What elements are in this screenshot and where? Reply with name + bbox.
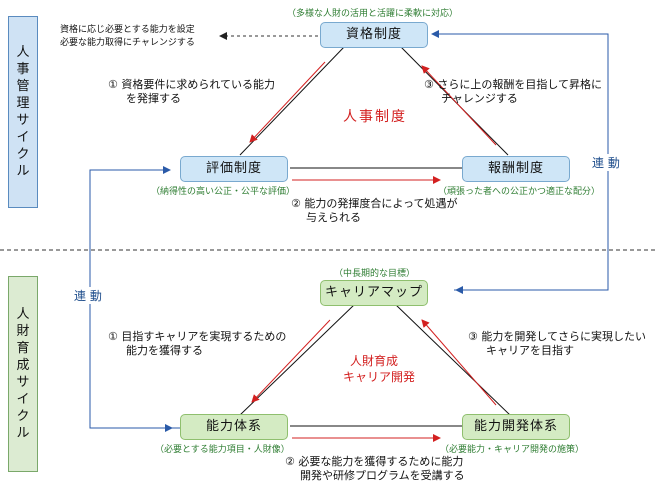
side-char: 成 — [16, 358, 30, 373]
top-step3-line1: ③ さらに上の報酬を目指して昇格に — [424, 78, 603, 91]
side-char: 事 — [16, 62, 30, 77]
reward-system-box: 報酬制度 — [462, 156, 570, 182]
side-char: 理 — [16, 96, 30, 111]
career-map-header-note: （中長期的な目標） — [334, 269, 416, 279]
side-char: サ — [16, 113, 30, 128]
qualification-system-box: 資格制度 — [320, 22, 428, 48]
side-char: ル — [16, 164, 30, 179]
hr-system-center-label: 人事制度 — [343, 109, 407, 125]
link-label-right: 連 動 — [590, 154, 622, 171]
top-step1-line2: を発揮する — [126, 92, 181, 105]
side-char: 人 — [16, 45, 30, 60]
red-arrow-reward-to-qual — [421, 65, 497, 146]
edge-career-ability — [239, 303, 356, 416]
top-step1-line1: ① 資格要件に求められている能力 — [108, 78, 276, 91]
qualification-header-note: （多様な人財の活用と活躍に柔軟に対応） — [287, 9, 459, 19]
ability-system-box: 能力体系 — [180, 414, 288, 440]
side-char: ル — [16, 426, 30, 441]
side-char: イ — [16, 130, 30, 145]
development-note: （必要能力・キャリア開発の施策） — [440, 445, 585, 455]
ability-development-system-box: 能力開発体系 — [462, 414, 570, 440]
bottom-step2-line2: 開発や研修プログラムを受講する — [300, 469, 465, 482]
edge-career-development — [394, 303, 511, 416]
link-label-left: 連 動 — [72, 287, 104, 304]
side-char: サ — [16, 375, 30, 390]
evaluation-note: （納得性の高い公正・公平な評価） — [151, 187, 296, 197]
bottom-step1-line2: 能力を獲得する — [126, 344, 203, 357]
bottom-step3-line2: キャリアを目指す — [486, 344, 574, 357]
side-char: 人 — [16, 307, 30, 322]
talent-center-line2: キャリア開発 — [343, 370, 416, 384]
ability-note: （必要とする能力項目・人財像） — [155, 445, 290, 455]
red-arrow-qual-to-eval — [249, 61, 326, 143]
side-char: 財 — [16, 324, 30, 339]
side-note-line1: 資格に応じ必要とする能力を設定 — [60, 25, 195, 35]
side-char: 育 — [16, 341, 30, 356]
side-char: ク — [16, 147, 30, 162]
side-char: イ — [16, 392, 30, 407]
top-step3-line2: チャレンジする — [441, 92, 518, 105]
bottom-step2-line1: ② 必要な能力を獲得するために能力 — [285, 455, 464, 468]
side-note-line2: 必要な能力取得にチャレンジする — [60, 38, 195, 48]
side-char: ク — [16, 409, 30, 424]
bottom-step1-line1: ① 目指すキャリアを実現するための — [108, 330, 287, 343]
career-map-box: キャリアマップ — [320, 280, 428, 306]
evaluation-system-box: 評価制度 — [180, 156, 288, 182]
bottom-step3-line1: ③ 能力を開発してさらに実現したい — [468, 330, 647, 343]
red-arrow-career-to-ability — [251, 319, 331, 403]
red-arrow-development-to-career — [421, 319, 497, 406]
reward-note: （頑張った者への公正かつ適正な配分） — [438, 187, 601, 197]
top-step2-line1: ② 能力の発揮度合によって処遇が — [291, 197, 458, 210]
talent-center-line1: 人財育成 — [350, 354, 399, 368]
side-char: 管 — [16, 79, 30, 94]
edge-qual-eval — [239, 45, 346, 156]
hr-management-cycle-label: 人 事 管 理 サ イ ク ル — [8, 16, 38, 208]
top-step2-line2: 与えられる — [306, 211, 361, 224]
talent-development-cycle-label: 人 財 育 成 サ イ ク ル — [8, 276, 38, 472]
